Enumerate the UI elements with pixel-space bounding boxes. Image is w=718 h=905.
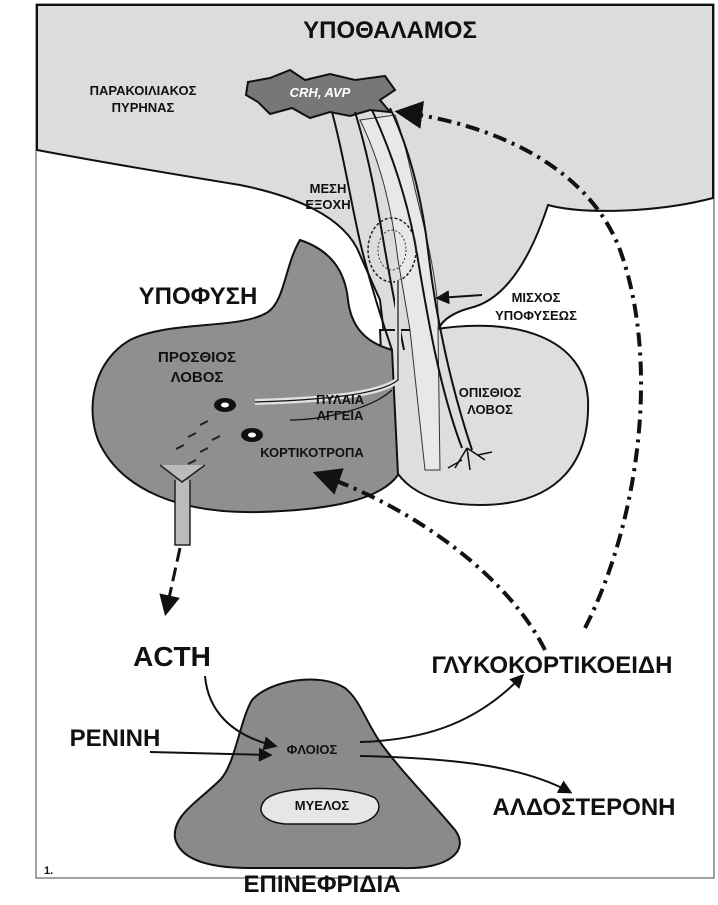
label-posterior-1: ΟΠΙΣΘΙΟΣ (459, 385, 522, 400)
label-anterior-2: ΛΟΒΟΣ (171, 369, 224, 386)
page-number: 1. (44, 865, 53, 877)
cortex-to-glucocorticoids-arrow (360, 676, 522, 742)
label-posterior-2: ΛΟΒΟΣ (467, 402, 513, 417)
label-crh-avp: CRH, AVP (290, 85, 351, 100)
corticotroph-cell-2-nucleus (248, 433, 256, 438)
label-median-eminence-2: ΕΞΟΧΗ (305, 197, 350, 212)
adrenal-gland-shape (175, 679, 460, 868)
label-stalk-2: ΥΠΟΦΥΣΕΩΣ (495, 308, 577, 323)
corticotroph-cell-1-nucleus (221, 403, 229, 408)
label-acth: ACTH (133, 641, 211, 672)
anterior-lobe-shape (93, 240, 398, 512)
label-median-eminence-1: ΜΕΣΗ (310, 181, 347, 196)
label-corticotrophs: ΚΟΡΤΙΚΟΤΡΟΠΑ (260, 445, 364, 460)
label-glucocorticoids: ΓΛΥΚΟΚΟΡΤΙΚΟΕΙΔΗ (432, 652, 673, 679)
label-paraventricular-2: ΠΥΡΗΝΑΣ (112, 100, 175, 115)
label-portal-2: ΑΓΓΕΙΑ (317, 408, 364, 423)
label-paraventricular-1: ΠΑΡΑΚΟΙΛΙΑΚΟΣ (90, 83, 197, 98)
label-anterior-1: ΠΡΟΣΘΙΟΣ (158, 349, 236, 366)
label-medulla: ΜΥΕΛΟΣ (295, 798, 350, 813)
label-cortex: ΦΛΟΙΟΣ (287, 742, 338, 757)
label-adrenal: ΕΠΙΝΕΦΡΙΔΙΑ (244, 871, 401, 898)
acth-arrow (166, 548, 180, 612)
label-stalk-1: ΜΙΣΧΟΣ (512, 290, 561, 305)
label-aldosterone: ΑΛΔΟΣΤΕΡΟΝΗ (492, 794, 675, 821)
label-portal-1: ΠΥΛΑΙΑ (316, 392, 365, 407)
title-hypothalamus: ΥΠΟΘΑΛΑΜΟΣ (303, 17, 477, 44)
label-pituitary: ΥΠΟΦΥΣΗ (139, 283, 258, 310)
label-renin: ΡΕΝΙΝΗ (70, 725, 161, 752)
